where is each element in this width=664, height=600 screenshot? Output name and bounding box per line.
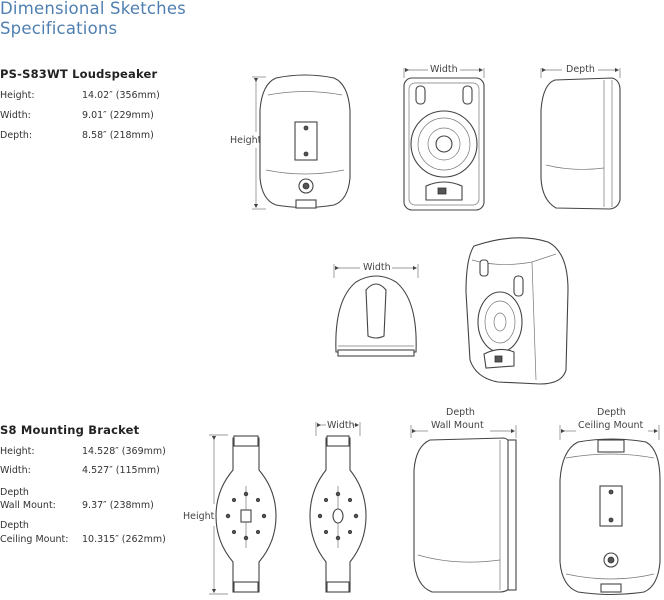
bracket-value-depth-wall: 9.37″ (238mm) xyxy=(82,500,154,511)
speaker-front-view xyxy=(403,67,485,211)
spec-value-width: 9.01″ (229mm) xyxy=(82,110,154,121)
dim-label-wall-depth: Depth xyxy=(446,407,475,418)
bracket-label-depth-wall-1: Depth xyxy=(0,487,29,498)
dim-label-ceiling-mount: Ceiling Mount xyxy=(578,420,644,431)
spec-label-depth: Depth: xyxy=(0,130,33,141)
page-title-line2: Specifications xyxy=(0,19,118,38)
speaker-perspective-view xyxy=(465,237,569,385)
bracket-label-height: Height: xyxy=(0,446,35,457)
bracket-value-depth-ceiling: 10.315″ (262mm) xyxy=(82,534,166,545)
bracket-front-view xyxy=(209,434,277,595)
page-title: Dimensional Sketches Specifications xyxy=(0,0,186,39)
dim-label-top-width: Width xyxy=(363,262,391,273)
speaker-top-view xyxy=(333,264,419,357)
dim-label-bracket-width: Width xyxy=(327,420,355,431)
bracket-heading: S8 Mounting Bracket xyxy=(0,423,140,437)
bracket-label-depth-ceiling-2: Ceiling Mount: xyxy=(0,534,69,545)
dim-label-ceiling-depth: Depth xyxy=(597,407,626,418)
speaker-side-view xyxy=(540,67,621,210)
bracket-value-width: 4.527″ (115mm) xyxy=(82,465,160,476)
dim-label-wall-mount: Wall Mount xyxy=(431,420,484,431)
spec-value-height: 14.02″ (356mm) xyxy=(82,90,160,101)
spec-label-width: Width: xyxy=(0,110,31,121)
bracket-value-height: 14.528″ (369mm) xyxy=(82,446,166,457)
dim-label-speaker-width: Width xyxy=(430,64,458,75)
wall-mount-view xyxy=(410,425,517,593)
spec-value-depth: 8.58″ (218mm) xyxy=(82,130,154,141)
dim-label-bracket-height: Height xyxy=(183,511,215,522)
dim-label-speaker-depth: Depth xyxy=(566,64,595,75)
spec-label-height: Height: xyxy=(0,90,35,101)
bracket-label-width: Width: xyxy=(0,465,31,476)
bracket-label-depth-wall-2: Wall Mount: xyxy=(0,500,56,511)
ceiling-mount-view xyxy=(559,425,661,596)
page-title-line1: Dimensional Sketches xyxy=(0,0,186,18)
dim-label-speaker-height: Height xyxy=(230,135,262,146)
loudspeaker-heading: PS-S83WT Loudspeaker xyxy=(0,67,158,81)
bracket-label-depth-ceiling-1: Depth xyxy=(0,520,29,531)
speaker-rear-view xyxy=(252,74,351,210)
bracket-rear-view xyxy=(309,422,367,593)
